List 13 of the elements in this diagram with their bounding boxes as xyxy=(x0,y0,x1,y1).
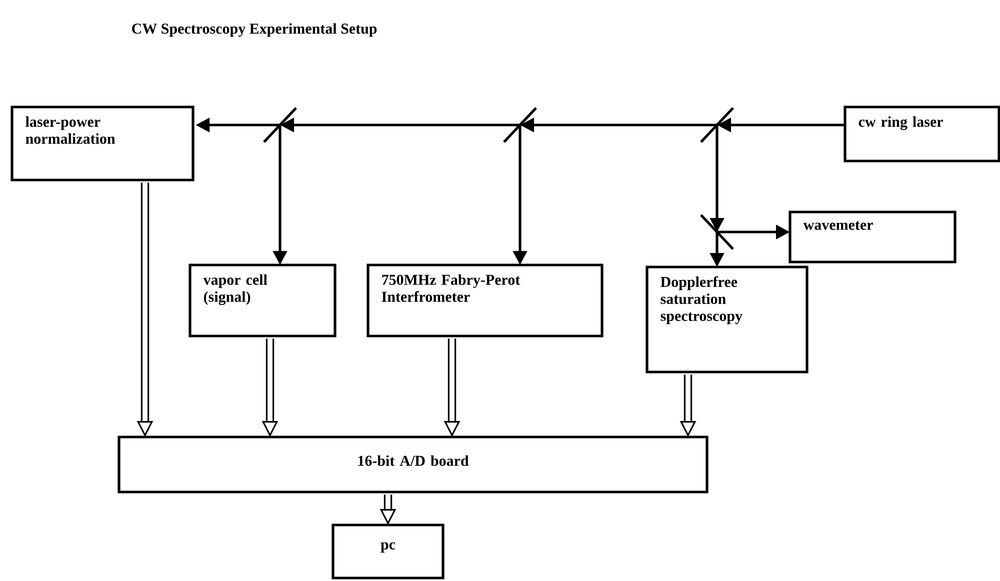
mirror xyxy=(263,107,297,143)
process-box: vapor cell (signal) xyxy=(188,264,336,338)
process-box: 750MHz Fabry-Perot Interfrometer xyxy=(366,264,604,338)
mirror xyxy=(700,107,734,143)
process-box: cw ring laser xyxy=(844,106,1000,162)
process-box: laser-power normalization xyxy=(10,106,194,182)
mirror xyxy=(700,214,734,250)
title: CW Spectroscopy Experimental Setup xyxy=(132,23,377,37)
process-box: 16-bit A/D board xyxy=(118,436,708,494)
process-box: wavemeter xyxy=(788,210,956,264)
process-box: pc xyxy=(332,524,444,580)
mirror xyxy=(503,107,537,143)
process-box: Dopplerfree saturation spectroscopy xyxy=(646,266,808,374)
